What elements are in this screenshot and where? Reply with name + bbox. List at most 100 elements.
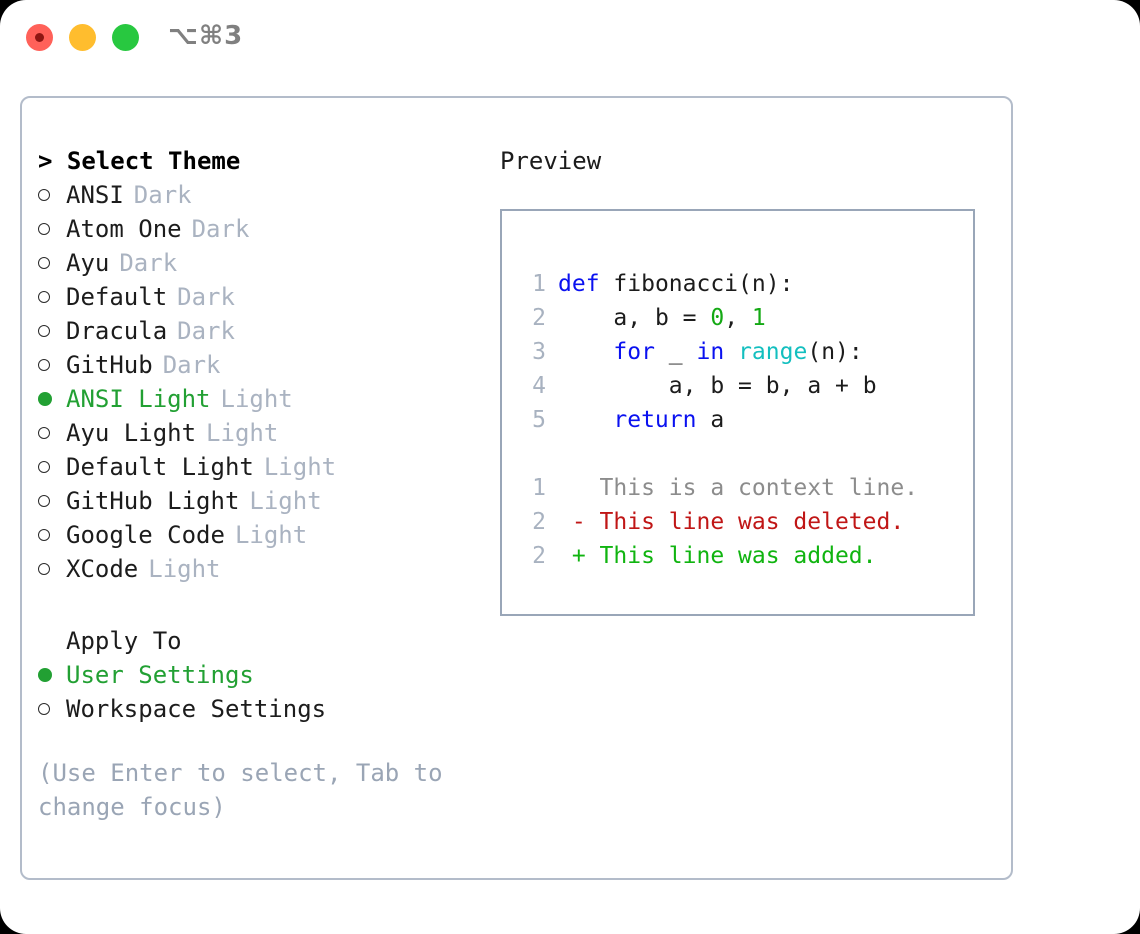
line-number: 5: [532, 407, 546, 433]
theme-option-variant: Dark: [119, 249, 178, 277]
theme-option-variant: Light: [234, 521, 308, 549]
theme-option-row[interactable]: GitHub Dark: [38, 348, 488, 382]
theme-option-name: Ayu Light: [66, 419, 197, 447]
theme-option-row[interactable]: Default Dark: [38, 280, 488, 314]
line-number: 3: [532, 339, 546, 365]
bullet-hollow: [38, 494, 50, 507]
traffic-lights: [26, 24, 139, 51]
bullet-filled: [38, 667, 52, 682]
bullet-hollow: [38, 460, 50, 473]
code-text: [558, 339, 613, 365]
theme-option-variant: Dark: [162, 351, 221, 379]
theme-option-row[interactable]: Ayu Dark: [38, 246, 488, 280]
code-text: ,: [627, 305, 655, 331]
code-text: [558, 407, 613, 433]
code-text: [724, 339, 738, 365]
line-number: 1: [532, 271, 546, 297]
apply-to-option-row[interactable]: User Settings: [38, 658, 488, 692]
code-keyword: def: [558, 271, 600, 297]
code-text: n: [751, 271, 766, 297]
theme-option-variant: Light: [263, 453, 337, 481]
diff-sample-block: 1 This is a context line.2 - This line w…: [520, 471, 973, 573]
theme-option-name: GitHub Light: [66, 487, 240, 515]
code-text: ):: [835, 339, 863, 365]
theme-option-variant: Dark: [191, 215, 250, 243]
code-text: _: [668, 339, 683, 365]
radio-unselected-icon: [38, 518, 66, 552]
theme-option-row[interactable]: GitHub Light Light: [38, 484, 488, 518]
radio-unselected-icon: [38, 348, 66, 382]
code-text: fibonacci: [613, 271, 739, 297]
theme-option-name: Default: [66, 283, 168, 311]
code-diff-spacer: [520, 437, 973, 471]
code-text: ,: [724, 305, 752, 331]
code-text: b: [654, 305, 669, 331]
diff-text: This line was deleted.: [599, 509, 905, 535]
bullet-hollow: [38, 528, 50, 541]
bullet-hollow: [38, 256, 50, 269]
bullet-hollow: [38, 358, 50, 371]
bullet-hollow: [38, 222, 50, 235]
code-text: a: [613, 305, 628, 331]
code-line: 2 a, b = 0, 1: [520, 301, 973, 335]
theme-option-row[interactable]: Atom One Dark: [38, 212, 488, 246]
theme-option-name: GitHub: [66, 351, 153, 379]
radio-unselected-icon: [38, 212, 66, 246]
close-icon[interactable]: [26, 24, 53, 51]
radio-unselected-icon: [38, 450, 66, 484]
diff-sign: -: [558, 509, 600, 535]
code-text: a: [807, 373, 822, 399]
apply-to-option-row[interactable]: Workspace Settings: [38, 692, 488, 726]
line-number: 4: [532, 373, 546, 399]
theme-option-variant: Light: [249, 487, 322, 515]
code-text: (: [807, 339, 822, 365]
line-number: 2: [532, 543, 546, 569]
line-number: 2: [532, 509, 546, 535]
theme-option-variant: Dark: [177, 283, 235, 311]
theme-option-variant: Light: [148, 555, 221, 583]
select-theme-heading: > Select Theme: [38, 147, 241, 175]
line-number: 2: [532, 305, 546, 331]
code-keyword: in: [696, 339, 725, 365]
theme-option-name: Atom One: [66, 215, 182, 243]
diff-line-deleted: 2 - This line was deleted.: [520, 505, 973, 539]
diff-line-context: 1 This is a context line.: [520, 471, 973, 505]
code-number: 0: [710, 305, 725, 331]
radio-unselected-icon: [38, 484, 66, 518]
code-text: a: [668, 373, 683, 399]
code-text: [655, 339, 669, 365]
minimize-icon[interactable]: [69, 24, 96, 51]
diff-text: This is a context line.: [599, 475, 919, 501]
code-text: [600, 271, 614, 297]
code-text: ,: [682, 373, 711, 399]
bullet-hollow: [38, 188, 50, 201]
radio-unselected-icon: [38, 246, 66, 280]
code-text: +: [821, 373, 863, 399]
diff-sign: +: [558, 543, 600, 569]
radio-unselected-icon: [38, 692, 66, 726]
maximize-icon[interactable]: [112, 24, 139, 51]
theme-option-variant: Dark: [177, 317, 235, 345]
preview-heading: Preview: [500, 147, 602, 175]
theme-option-name: Ayu: [66, 249, 110, 277]
code-function: range: [738, 339, 808, 365]
apply-to-option-label: Workspace Settings: [66, 695, 327, 723]
theme-option-variant: Light: [220, 385, 293, 413]
radio-unselected-icon: [38, 280, 66, 314]
radio-unselected-icon: [38, 178, 66, 212]
